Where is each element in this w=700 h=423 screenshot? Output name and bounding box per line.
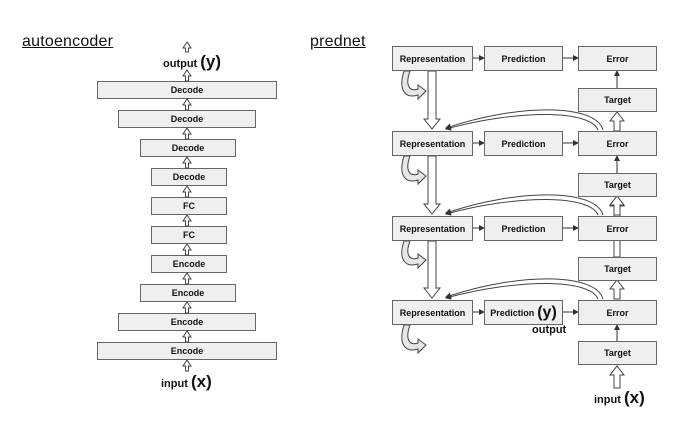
- autoencoder-input-arrow: [182, 359, 192, 372]
- autoencoder-output-var: (y): [200, 52, 222, 71]
- prednet-input-text: input: [594, 394, 621, 406]
- prediction-box-4: Prediction (y): [484, 300, 563, 325]
- autoencoder-input-var: (x): [190, 372, 212, 391]
- autoencoder-output-label: output (y): [163, 52, 221, 72]
- prediction-box-3: Prediction: [484, 216, 563, 241]
- autoencoder-up-arrow: [182, 185, 192, 198]
- autoencoder-up-arrow: [182, 301, 192, 314]
- prediction-box-4-label: Prediction: [490, 307, 535, 318]
- error-box-4: Error: [578, 300, 657, 325]
- autoencoder-up-arrow: [182, 214, 192, 227]
- autoencoder-output-text: output: [163, 58, 198, 70]
- rep-self-loop: [401, 240, 427, 270]
- error-feedback-curve: [445, 278, 604, 300]
- autoencoder-input-text: input: [161, 378, 188, 390]
- error-box-1: Error: [578, 46, 657, 71]
- prediction-box-1: Prediction: [484, 46, 563, 71]
- autoencoder-up-arrow: [182, 243, 192, 256]
- target-box-3: Target: [578, 257, 657, 281]
- representation-box-4: Representation: [392, 300, 473, 325]
- rep-down-arrow: [422, 240, 442, 299]
- error-to-target-up-arrow: [608, 195, 626, 216]
- error-to-target-up-arrow: [608, 111, 626, 132]
- error-feedback-curve: [445, 283, 599, 300]
- autoencoder-up-arrow: [182, 272, 192, 285]
- error-feedback-curve: [445, 194, 604, 216]
- error-feedback-curve: [445, 199, 599, 216]
- target-box-1: Target: [578, 88, 657, 112]
- autoencoder-output-arrow: [182, 41, 192, 53]
- prednet-input-arrow: [608, 365, 626, 389]
- rep-self-loop: [401, 324, 427, 355]
- prednet-input-label: input (x): [594, 388, 645, 408]
- prednet-input-var: (x): [623, 388, 645, 407]
- error-feedback-curve: [445, 114, 599, 131]
- rep-down-arrow: [422, 70, 442, 130]
- autoencoder-title: autoencoder: [22, 33, 114, 50]
- autoencoder-input-label: input (x): [161, 372, 212, 392]
- prediction-output-var: (y): [537, 303, 557, 321]
- autoencoder-up-arrow: [182, 98, 192, 111]
- error-feedback-curve: [445, 109, 604, 131]
- target-box-2: Target: [578, 173, 657, 197]
- prediction-box-2: Prediction: [484, 131, 563, 156]
- representation-box-2: Representation: [392, 131, 473, 156]
- prednet-title: prednet: [310, 33, 366, 50]
- error-to-target-up-arrow: [608, 279, 626, 300]
- error-box-3: Error: [578, 216, 657, 241]
- autoencoder-up-arrow: [182, 127, 192, 140]
- rep-self-loop: [401, 70, 427, 101]
- autoencoder-up-arrow: [182, 330, 192, 343]
- representation-box-1: Representation: [392, 46, 473, 71]
- target-box-4: Target: [578, 341, 657, 365]
- autoencoder-up-arrow: [182, 156, 192, 169]
- rep-self-loop: [401, 155, 427, 186]
- prednet-output-label: output: [532, 324, 567, 336]
- rep-down-arrow: [422, 155, 442, 215]
- error-box-2: Error: [578, 131, 657, 156]
- representation-box-3: Representation: [392, 216, 473, 241]
- autoencoder-up-arrow: [182, 69, 192, 82]
